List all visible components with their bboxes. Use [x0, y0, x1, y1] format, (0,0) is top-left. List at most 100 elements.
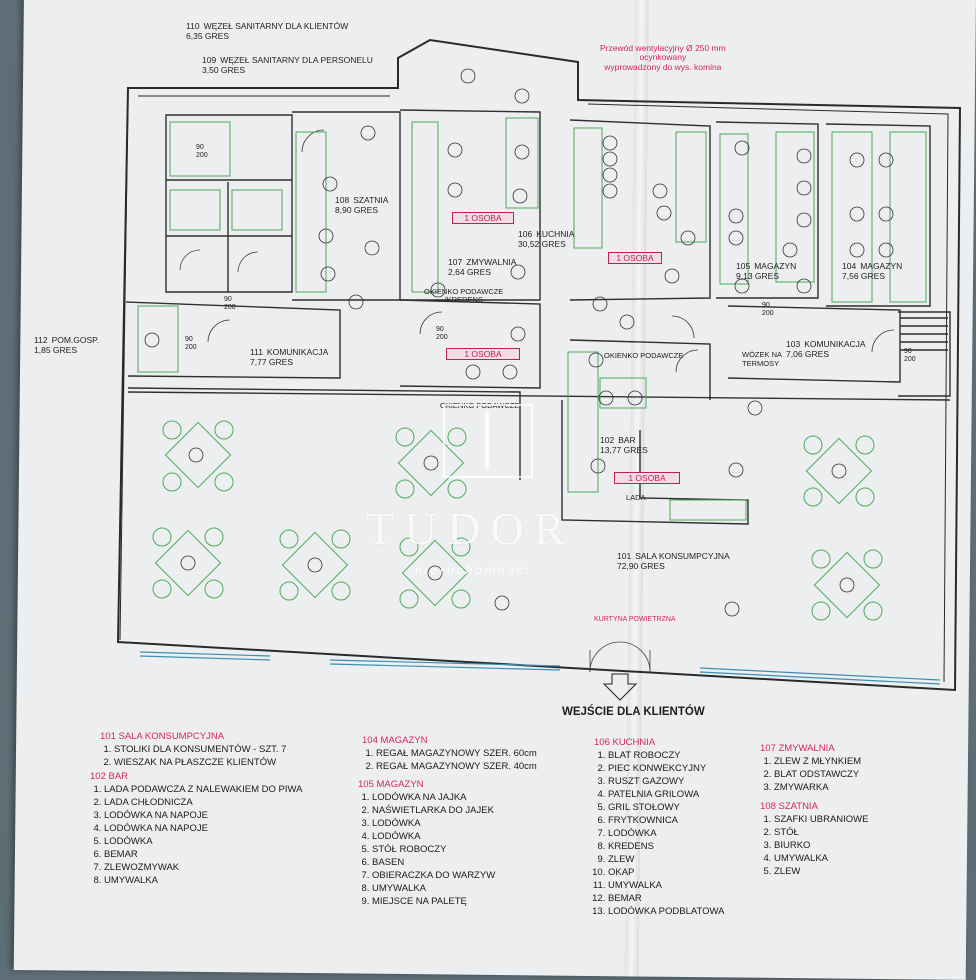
legend-list: SZAFKI UBRANIOWE STÓŁ BIURKO UMYWALKA ZL…: [760, 813, 868, 878]
legend-item: UMYWALKA: [774, 852, 868, 865]
tables: [154, 421, 881, 619]
legend-item: STÓŁ ROBOCZY: [372, 843, 495, 856]
legend-item: LODÓWKA: [608, 827, 725, 840]
legend-item: ZLEWOZMYWAK: [104, 861, 302, 874]
outer-wall-inner: [119, 95, 949, 683]
legend-title: 108 SZATNIA: [760, 801, 818, 812]
legend-title: 104 MAGAZYN: [362, 735, 428, 746]
legend-item: LODÓWKA PODBLATOWA: [608, 905, 725, 918]
legend-title: 106 KUCHNIA: [594, 737, 656, 748]
outer-wall-line: [116, 38, 962, 692]
legend-list: STOLIKI DLA KONSUMENTÓW - SZT. 7 WIESZAK…: [100, 743, 286, 769]
kitchen-equipment: [137, 117, 927, 521]
legend-item: OKAP: [608, 866, 725, 879]
legend-item: UMYWALKA: [104, 874, 302, 887]
chairs: [152, 420, 883, 621]
legend-104: 104 MAGAZYN REGAŁ MAGAZYNOWY SZER. 60cm …: [362, 734, 537, 773]
legend-title: 107 ZMYWALNIA: [760, 743, 835, 754]
okienko-kredens-label: OKIENKO PODAWCZE/KREDENS: [424, 287, 504, 305]
legend-title: 101 SALA KONSUMPCYJNA: [100, 731, 225, 742]
legend-item: ZLEW: [774, 865, 868, 878]
legend-item: REGAŁ MAGAZYNOWY SZER. 40cm: [376, 760, 537, 773]
legend-item: GRIL STOŁOWY: [608, 801, 725, 814]
legend-item: UMYWALKA: [608, 879, 725, 892]
entrance-arrow: [602, 673, 638, 701]
watermark-title: TUDOR: [366, 503, 575, 554]
kurtyna-label: KURTYNA POWIETRZNA: [594, 616, 676, 623]
legend-102: 102 BAR LADA PODAWCZA Z NALEWAKIEM DO PI…: [90, 770, 302, 887]
legend-106: 106 KUCHNIA BLAT ROBOCZY PIEC KONWEKCYJN…: [594, 736, 725, 918]
osoba-badge-service: 1 OSOBA: [446, 348, 520, 360]
legend-item: PATELNIA GRILOWA: [608, 788, 725, 801]
outer-walls: [116, 38, 962, 692]
legend-item: BLAT ODSTAWCZY: [774, 768, 861, 781]
partition-walls: [125, 109, 951, 525]
legend-item: PIEC KONWEKCYJNY: [608, 762, 725, 775]
legend-108: 108 SZATNIA SZAFKI UBRANIOWE STÓŁ BIURKO…: [760, 800, 868, 878]
legend-list: REGAŁ MAGAZYNOWY SZER. 60cm REGAŁ MAGAZY…: [362, 747, 537, 773]
legend-item: UMYWALKA: [372, 882, 495, 895]
legend-item: LODÓWKA: [104, 835, 302, 848]
legend-item: MIEJSCE NA PALETĘ: [372, 895, 495, 908]
legend-item: ZLEW: [608, 853, 725, 866]
legend-item: STÓŁ: [774, 826, 868, 839]
legend-item: LODÓWKA: [372, 830, 495, 843]
watermark-logo-icon: [443, 404, 533, 478]
windows: [139, 651, 941, 685]
door-arcs: [179, 129, 895, 673]
legend-title: 105 MAGAZYN: [358, 779, 424, 790]
legend-item: LODÓWKA: [372, 817, 495, 830]
legend-list: ZLEW Z MŁYNKIEM BLAT ODSTAWCZY ZMYWARKA: [760, 755, 861, 794]
legend-item: ZLEW Z MŁYNKIEM: [774, 755, 861, 768]
legend-107: 107 ZMYWALNIA ZLEW Z MŁYNKIEM BLAT ODSTA…: [760, 742, 861, 794]
legend-item: REGAŁ MAGAZYNOWY SZER. 60cm: [376, 747, 537, 760]
osoba-badge-bar: 1 OSOBA: [614, 472, 680, 484]
legend-list: LADA PODAWCZA Z NALEWAKIEM DO PIWA LADA …: [90, 783, 302, 887]
legend-item: KREDENS: [608, 840, 725, 853]
legend-item: RUSZT GAZOWY: [608, 775, 725, 788]
legend-item: BEMAR: [104, 848, 302, 861]
legend-item: LODÓWKA NA NAPOJE: [104, 809, 302, 822]
legend-item: LODÓWKA NA JAJKA: [372, 791, 495, 804]
legend-item: ZMYWARKA: [774, 781, 861, 794]
legend-item: NAŚWIETLARKA DO JAJEK: [372, 804, 495, 817]
legend-item: OBIERACZKA DO WARZYW: [372, 869, 495, 882]
legend-item: SZAFKI UBRANIOWE: [774, 813, 868, 826]
equipment-markers: [144, 68, 894, 617]
osoba-badge-kitchen: 1 OSOBA: [452, 212, 514, 224]
legend-list: LODÓWKA NA JAJKA NAŚWIETLARKA DO JAJEK L…: [358, 791, 495, 908]
legend-item: STOLIKI DLA KONSUMENTÓW - SZT. 7: [114, 743, 286, 756]
legend-list: BLAT ROBOCZY PIEC KONWEKCYJNY RUSZT GAZO…: [594, 749, 725, 918]
legend-item: LODÓWKA NA NAPOJE: [104, 822, 302, 835]
legend-item: WIESZAK NA PŁASZCZE KLIENTÓW: [114, 756, 286, 769]
legend-item: LADA PODAWCZA Z NALEWAKIEM DO PIWA: [104, 783, 302, 796]
watermark-subtitle: nieruchomości: [415, 563, 532, 577]
legend-item: BEMAR: [608, 892, 725, 905]
legend-101: 101 SALA KONSUMPCYJNA STOLIKI DLA KONSUM…: [100, 730, 286, 769]
legend-105: 105 MAGAZYN LODÓWKA NA JAJKA NAŚWIETLARK…: [358, 778, 495, 908]
floor-plan-drawing: [116, 38, 962, 701]
legend-item: BLAT ROBOCZY: [608, 749, 725, 762]
legend-item: BIURKO: [774, 839, 868, 852]
okienko-podawcze-label-2: OKIENKO PODAWCZE: [604, 351, 684, 360]
legend-item: LADA CHŁODNICZA: [104, 796, 302, 809]
